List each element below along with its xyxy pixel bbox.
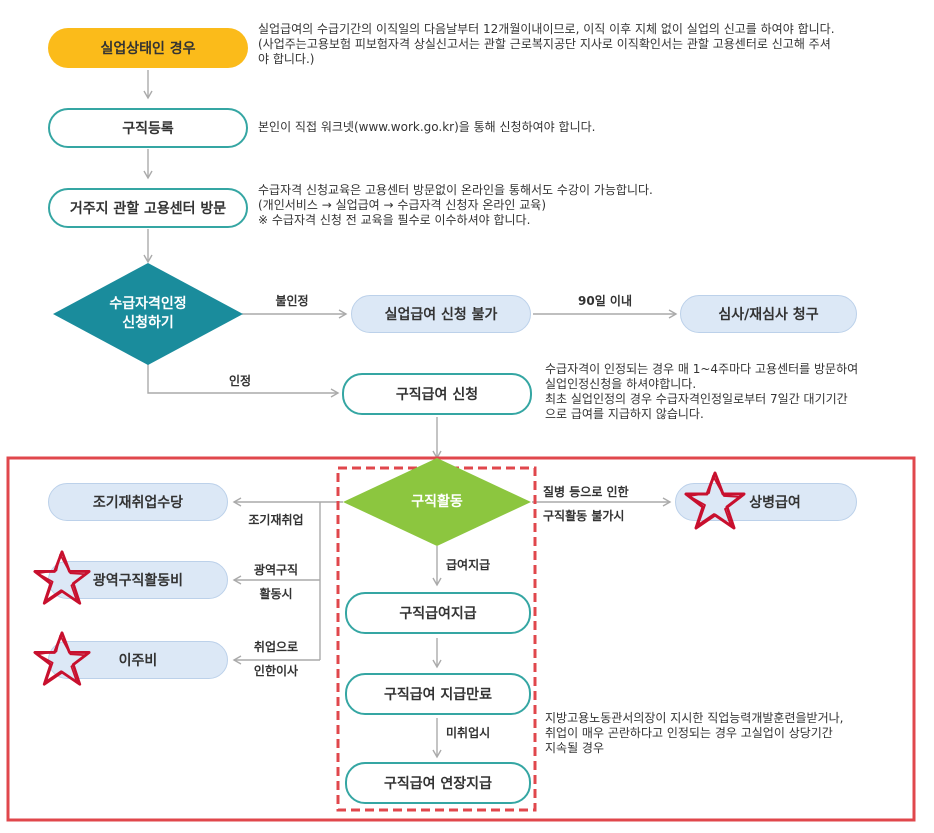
- edge-label-rejected: 불인정: [275, 294, 309, 308]
- eligibility-line1: 수급자격인정: [109, 296, 187, 312]
- node-payment: 구직급여지급: [345, 592, 531, 634]
- arrow-approved: [147, 356, 340, 398]
- edge-label-within-90: 90일 이내: [578, 294, 632, 308]
- edge-label-sickness: 질병 등으로 인한 구직활동 불가시: [543, 485, 629, 523]
- edge-label-early-reemployment: 조기재취업: [248, 513, 304, 527]
- job-seeking-diamond: [343, 458, 531, 546]
- node-job-seeking: 구직활동: [411, 493, 463, 510]
- edge-label-approved: 인정: [228, 374, 252, 388]
- node-apply-benefit: 구직급여 신청: [342, 373, 532, 415]
- star-mark-icon: [684, 471, 746, 530]
- edge-label-relocation: 취업으로 인한이사: [253, 640, 299, 678]
- note-apply-benefit: 수급자격이 인정되는 경우 매 1~4주마다 고용센터를 방문하여 실업인정신청…: [545, 362, 859, 421]
- red-frame: [6, 456, 916, 822]
- edge-label-unemployed-continue: 미취업시: [446, 726, 491, 740]
- eligibility-line2: 신청하기: [122, 315, 174, 331]
- node-visit-center: 거주지 관할 고용센터 방문: [48, 188, 248, 228]
- note-unemployed: 실업급여의 수급기간의 이직일의 다음날부터 12개월이내이므로, 이직 이후 …: [258, 22, 835, 66]
- node-not-possible: 실업급여 신청 불가: [351, 295, 531, 333]
- star-mark-icon: [33, 631, 91, 686]
- node-unemployed: 실업상태인 경우: [48, 28, 248, 68]
- node-review-request: 심사/재심사 청구: [680, 295, 857, 333]
- node-payment-end: 구직급여 지급만료: [345, 673, 531, 715]
- star-mark-icon: [33, 550, 91, 605]
- node-early-reemployment: 조기재취업수당: [48, 483, 228, 521]
- node-sickness: 상병급여: [675, 483, 857, 521]
- edge-label-payment: 급여지급: [446, 558, 491, 572]
- note-job-registration: 본인이 직접 워크넷(www.work.go.kr)을 통해 신청하여야 합니다…: [258, 120, 596, 134]
- edge-label-wide-area: 광역구직 활동시: [253, 563, 299, 601]
- node-job-registration: 구직등록: [48, 108, 248, 148]
- node-extended-payment: 구직급여 연장지급: [345, 762, 531, 804]
- eligibility-diamond: [53, 263, 243, 365]
- note-extended-payment: 지방고용노동관서의장이 지시한 직업능력개발훈련을받거나, 취업이 매우 곤란하…: [545, 711, 844, 755]
- note-visit-center: 수급자격 신청교육은 고용센터 방문없이 온라인을 통해서도 수강이 가능합니다…: [258, 183, 653, 227]
- node-eligibility: 수급자격인정 신청하기: [63, 290, 233, 338]
